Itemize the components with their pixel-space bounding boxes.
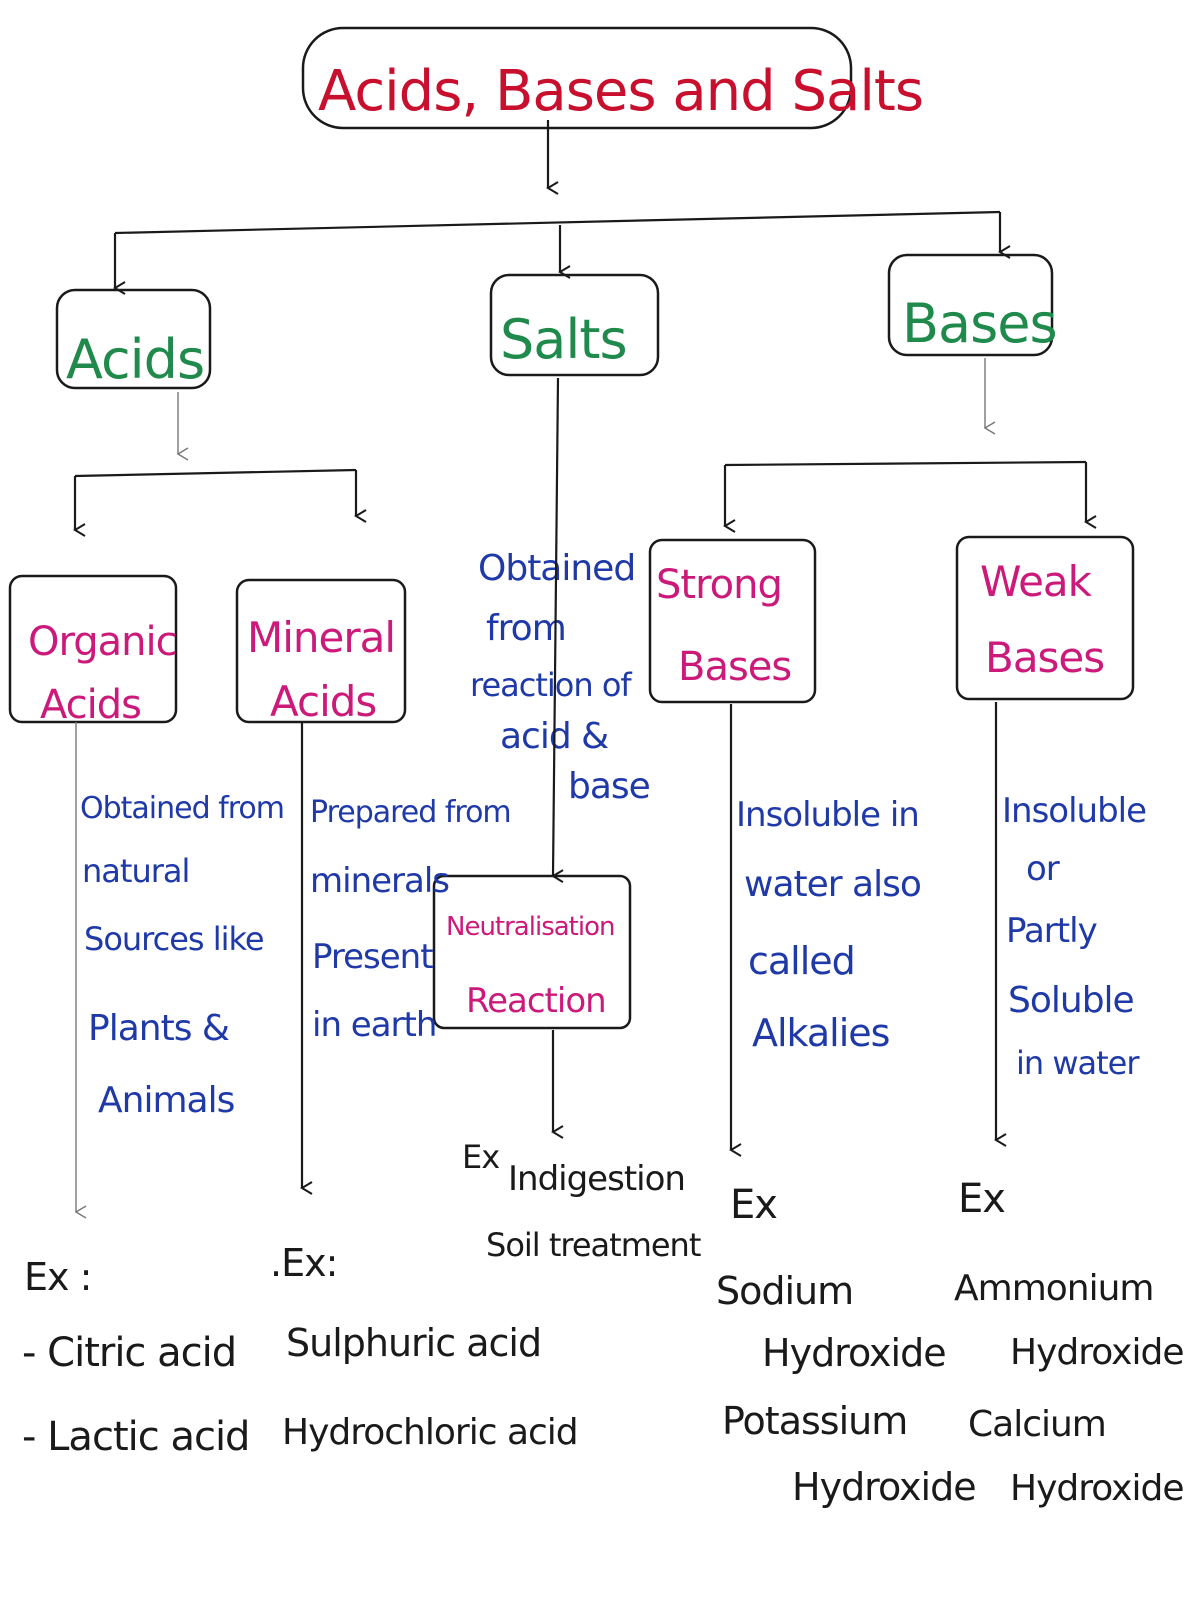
acids-sub-branch-line [74,468,357,478]
weak-desc-line: in water [1016,1044,1140,1082]
mineral-desc-line: in earth [312,1005,436,1045]
organic-example-item: - Lactic acid [22,1414,249,1460]
mineral-acids-examples: .Ex: Sulphuric acid Hydrochloric acid [270,1241,579,1453]
weak-example-item: Calcium [968,1404,1106,1445]
organic-desc-line: Plants & [88,1008,229,1049]
weak-bases-description: Insoluble or Partly Soluble in water [1002,791,1147,1082]
bases-label: Bases [902,292,1057,355]
organic-acids-examples: Ex : - Citric acid - Lactic acid [22,1255,250,1460]
salts-desc-line: from [486,608,566,649]
weak-bases-label-1: Weak [980,557,1093,606]
organic-desc-line: natural [82,852,189,890]
salts-label: Salts [500,308,627,371]
mineral-desc-line: minerals [310,861,449,901]
weak-bases-examples: Ex Ammonium Hydroxide Calcium Hydroxide [954,1176,1184,1509]
strong-bases-label-2: Bases [678,644,791,690]
top-branch-line [114,210,1001,235]
organic-desc-line: Obtained from [80,791,284,826]
weak-example-item: Hydroxide [1010,1332,1183,1373]
weak-desc-line: Insoluble [1002,791,1146,831]
strong-example-item: Hydroxide [762,1331,946,1375]
neutralisation-reaction-box [432,874,632,1030]
salts-desc-line: base [568,766,650,807]
salts-description: Obtained from reaction of acid & base [470,548,651,807]
mineral-acids-label-1: Mineral [247,613,395,662]
weak-desc-line: Partly [1006,911,1098,951]
weak-example-item: Ammonium [954,1268,1154,1309]
title-box [301,26,853,130]
mineral-desc-line: Present [312,937,433,977]
salts-to-reaction-line [551,377,564,883]
strong-bases-examples: Ex Sodium Hydroxide Potassium Hydroxide [716,1182,977,1509]
organic-acids-label-1: Organic [28,619,177,665]
strong-example-item: Potassium [722,1399,907,1443]
acids-label: Acids [66,328,204,391]
strong-desc-line: called [748,939,855,983]
bases-box [887,253,1054,357]
organic-example-item: - Citric acid [22,1330,236,1376]
organic-acids-label-2: Acids [40,682,141,728]
salts-box [489,273,660,377]
strong-desc-line: Insoluble in [736,795,919,835]
weak-ex-label: Ex [958,1176,1005,1222]
strong-bases-label-1: Strong [656,562,782,608]
salts-ex-label: Ex [462,1138,499,1176]
organic-ex-label: Ex : [24,1255,91,1299]
organic-acids-description: Obtained from natural Sources like Plant… [80,791,285,1121]
mineral-example-item: Sulphuric acid [286,1321,541,1365]
mineral-ex-label: .Ex: [270,1241,337,1285]
mineral-acids-description: Prepared from minerals Present in earth [310,795,512,1045]
strong-desc-line: Alkalies [752,1011,889,1055]
mineral-acids-label-2: Acids [270,677,376,726]
bases-sub-branch-line [724,460,1087,467]
neutralisation-label-2: Reaction [466,981,606,1021]
organic-desc-line: Sources like [84,920,264,958]
acids-box [55,288,212,390]
weak-bases-box [955,535,1135,701]
strong-bases-description: Insoluble in water also called Alkalies [736,795,922,1055]
weak-example-item: Hydroxide [1010,1468,1183,1509]
salts-example-item: Soil treatment [486,1226,701,1264]
salts-example-item: Indigestion [508,1159,685,1199]
strong-example-item: Sodium [716,1269,853,1313]
salts-desc-line: reaction of [470,666,632,704]
weak-bases-label-2: Bases [985,633,1104,682]
weak-desc-line: or [1026,849,1060,889]
mineral-desc-line: Prepared from [310,795,511,830]
title-text: Acids, Bases and Salts [318,59,923,124]
strong-desc-line: water also [744,864,921,905]
organic-desc-line: Animals [98,1080,234,1121]
organic-acids-box [8,574,178,724]
strong-bases-box [648,538,817,704]
mineral-acids-box [235,578,407,724]
mineral-example-item: Hydrochloric acid [282,1412,578,1453]
strong-ex-label: Ex [730,1182,777,1228]
neutralisation-label-1: Neutralisation [446,912,614,942]
strong-example-item: Hydroxide [792,1465,976,1509]
weak-desc-line: Soluble [1008,980,1134,1021]
